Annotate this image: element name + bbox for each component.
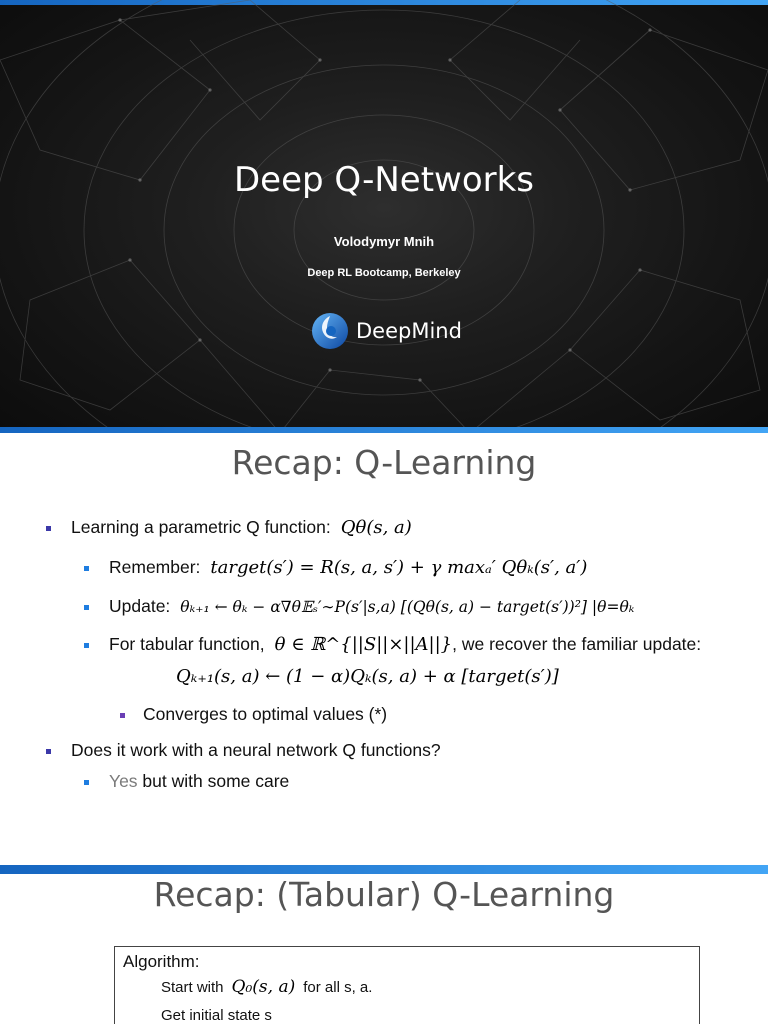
- bottom-accent-bar: [0, 427, 768, 433]
- formula-q-theta: Qθ(s, a): [340, 517, 412, 538]
- top-accent-bar: [0, 0, 768, 5]
- algorithm-title: Algorithm:: [123, 952, 200, 971]
- algorithm-line-initial-state: Get initial state s: [161, 1007, 272, 1024]
- recap-tabular-q-learning-slide: Recap: (Tabular) Q-Learning Algorithm: S…: [0, 865, 768, 1024]
- deepmind-logo-icon: [312, 313, 348, 349]
- bullet-text: For tabular function,: [109, 634, 265, 654]
- slide-heading: Recap: (Tabular) Q-Learning: [153, 875, 615, 914]
- bullet-text: Learning a parametric Q function:: [71, 517, 331, 537]
- bullet-text: Update:: [109, 596, 171, 616]
- formula-target: target(s′) = R(s, a, s′) + γ maxₐ′ Qθₖ(s…: [210, 557, 588, 578]
- bullet-text: Converges to optimal values (*): [143, 704, 388, 724]
- slide-heading: Recap: Q-Learning: [231, 443, 537, 482]
- algorithm-text: Get initial state s: [161, 1007, 272, 1024]
- bullet-text: but with some care: [137, 771, 290, 791]
- bullet-square-icon: [46, 526, 51, 531]
- algorithm-box: Algorithm: Start with Q₀(s, a) for all s…: [114, 946, 700, 1024]
- formula-q0: Q₀(s, a): [231, 977, 296, 997]
- bullet-yes: Yes but with some care: [84, 771, 289, 792]
- slide-title: Deep Q-Networks: [233, 160, 535, 200]
- bullet-square-icon: [84, 780, 89, 785]
- recap-q-learning-slide: Recap: Q-Learning Learning a parametric …: [0, 433, 768, 865]
- yes-word: Yes: [109, 771, 138, 791]
- formula-tabular-update: Qₖ₊₁(s, a) ← (1 − α)Qₖ(s, a) + α [target…: [176, 666, 559, 687]
- formula-theta-real: θ ∈ ℝ^{||S||×||A||}: [274, 634, 453, 655]
- bullet-text: Remember:: [109, 557, 201, 577]
- network-background: [0, 0, 768, 433]
- title-slide: Deep Q-Networks Volodymyr Mnih Deep RL B…: [0, 0, 768, 433]
- top-accent-bar: [0, 865, 768, 874]
- bullet-parametric-q: Learning a parametric Q function: Qθ(s, …: [46, 517, 412, 538]
- bullet-neural-question: Does it work with a neural network Q fun…: [46, 740, 441, 761]
- algorithm-line-start: Start with Q₀(s, a) for all s, a.: [161, 977, 372, 997]
- bullet-square-icon: [46, 749, 51, 754]
- formula-update: θₖ₊₁ ← θₖ − α∇θ𝔼ₛ′∼P(s′|s,a) [(Qθ(s, a) …: [180, 597, 635, 616]
- bullet-remember: Remember: target(s′) = R(s, a, s′) + γ m…: [84, 557, 587, 578]
- bullet-square-icon: [84, 605, 89, 610]
- affiliation: Deep RL Bootcamp, Berkeley: [307, 267, 461, 279]
- bullet-text-tail: , we recover the familiar update:: [452, 634, 702, 654]
- bullet-square-icon: [84, 643, 89, 648]
- bullet-converges: Converges to optimal values (*): [120, 704, 387, 725]
- bullet-square-icon: [120, 713, 125, 718]
- bullet-text: Does it work with a neural network Q fun…: [71, 740, 441, 760]
- deepmind-logo: DeepMind: [311, 312, 462, 350]
- algorithm-text: Start with: [161, 978, 224, 996]
- bullet-square-icon: [84, 566, 89, 571]
- logo-text: DeepMind: [356, 319, 462, 343]
- bullet-tabular: For tabular function, θ ∈ ℝ^{||S||×||A||…: [84, 634, 701, 655]
- author-name: Volodymyr Mnih: [333, 234, 435, 249]
- tabular-update-equation: Qₖ₊₁(s, a) ← (1 − α)Qₖ(s, a) + α [target…: [176, 666, 559, 687]
- bullet-update: Update: θₖ₊₁ ← θₖ − α∇θ𝔼ₛ′∼P(s′|s,a) [(Q…: [84, 596, 634, 617]
- algorithm-text: for all s, a.: [303, 978, 373, 996]
